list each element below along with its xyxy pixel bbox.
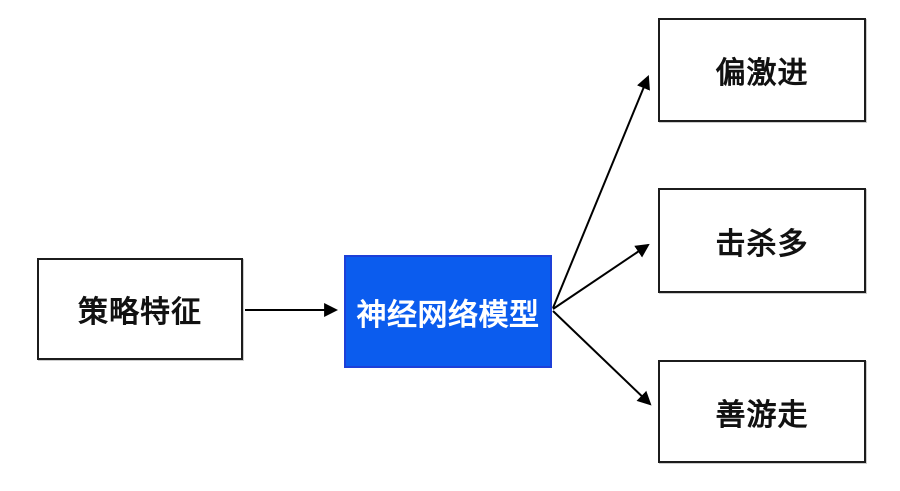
node-strategy-features-label: 策略特征 xyxy=(78,296,202,329)
node-neural-network-model: 神经网络模型 xyxy=(344,255,552,368)
node-output-many-kills-label: 击杀多 xyxy=(715,227,809,261)
node-output-aggressive: 偏激进 xyxy=(658,18,866,122)
arrow-model-to-aggressive xyxy=(552,75,650,309)
arrow-model-to-roaming xyxy=(552,310,652,406)
node-output-good-roamer-label: 善游走 xyxy=(715,398,809,432)
node-output-good-roamer: 善游走 xyxy=(658,360,866,463)
node-strategy-features: 策略特征 xyxy=(37,258,243,360)
arrow-model-to-kills xyxy=(552,243,650,310)
node-neural-network-model-label: 神经网络模型 xyxy=(356,298,540,332)
node-output-aggressive-label: 偏激进 xyxy=(715,57,809,90)
node-output-many-kills: 击杀多 xyxy=(658,188,866,293)
